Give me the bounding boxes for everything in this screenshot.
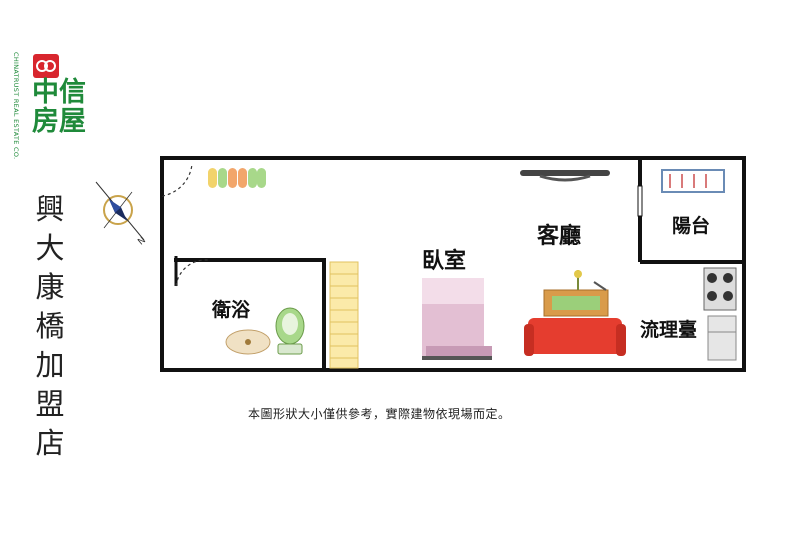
disclaimer-text: 本圖形狀大小僅供參考，實際建物依現場而定。 [248,407,511,421]
wall-ac-icon [520,170,610,182]
stove-icon [703,267,737,311]
store-name-char: 店 [35,426,65,460]
store-name-char: 康 [35,270,65,304]
room-label-kitchen: 流理臺 [640,319,698,341]
bathroom-door [174,256,209,287]
fridge-icon [707,315,737,361]
room-label-balcony: 陽台 [672,215,711,237]
slippers-icon [208,168,266,188]
room-label-living-room: 客廳 [537,224,582,249]
room-label-bathroom: 衛浴 [212,299,251,321]
balcony-door [637,185,643,217]
tv-cabinet-icon [543,270,609,317]
logo-english-text: CHINATRUST REAL ESTATE CO. [12,52,20,160]
logo-text: 中信房屋 [32,77,86,137]
wardrobe-icon [329,261,359,369]
sink-icon [225,329,271,355]
compass-north-label: N [136,236,148,248]
store-name-char: 盟 [35,387,65,421]
room-label-bedroom: 臥室 [422,249,467,274]
toilet-icon [275,307,305,355]
store-name-char: 橋 [35,309,65,343]
store-name-char: 加 [35,348,65,382]
logo-mark-icon [33,54,59,78]
entrance-door [160,160,193,256]
drying-rack-icon [661,169,725,193]
sofa-icon [524,318,626,356]
bed-icon [422,278,492,360]
store-name-char: 興 [35,192,65,226]
compass-icon: N [95,181,148,248]
store-name: 興大康橋加盟店 [30,190,70,463]
floor-plan [160,156,746,372]
store-name-char: 大 [35,231,65,265]
